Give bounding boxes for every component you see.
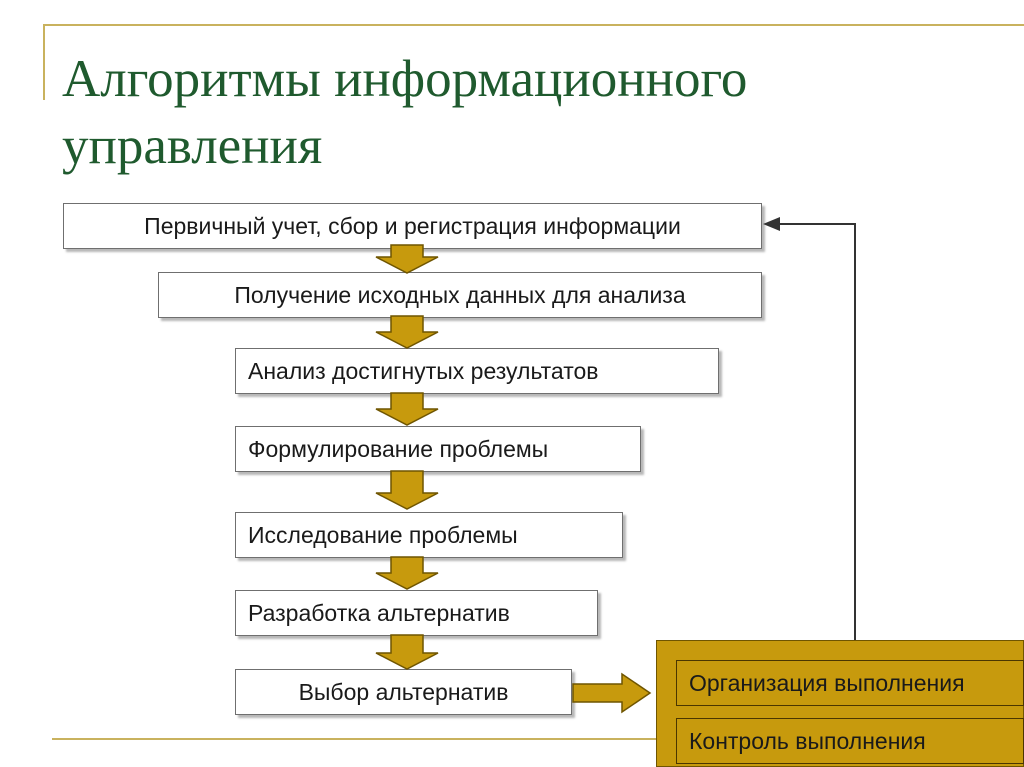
down-arrow-icon [375,315,439,349]
down-arrow-icon [375,470,439,510]
step-box-7: Выбор альтернатив [235,669,572,715]
title-line-1: Алгоритмы информационного [62,50,748,108]
step-box-4: Формулирование проблемы [235,426,641,472]
left-rule [43,24,45,100]
down-arrow-icon [375,634,439,670]
top-rule [44,24,1024,26]
arrowhead-left-icon [763,217,780,231]
execution-control-box: Контроль выполнения [676,718,1024,764]
step-box-6: Разработка альтернатив [235,590,598,636]
down-arrow-icon [375,244,439,274]
step-box-5: Исследование проблемы [235,512,623,558]
down-arrow-icon [375,556,439,590]
execution-organize-box: Организация выполнения [676,660,1024,706]
step-box-1: Первичный учет, сбор и регистрация инфор… [63,203,762,249]
slide-title: Алгоритмы информационного управления [62,46,747,180]
bottom-rule [52,738,1024,740]
right-arrow-icon [572,672,652,714]
title-line-2: управления [62,117,323,175]
down-arrow-icon [375,392,439,426]
step-box-2: Получение исходных данных для анализа [158,272,762,318]
step-box-3: Анализ достигнутых результатов [235,348,719,394]
